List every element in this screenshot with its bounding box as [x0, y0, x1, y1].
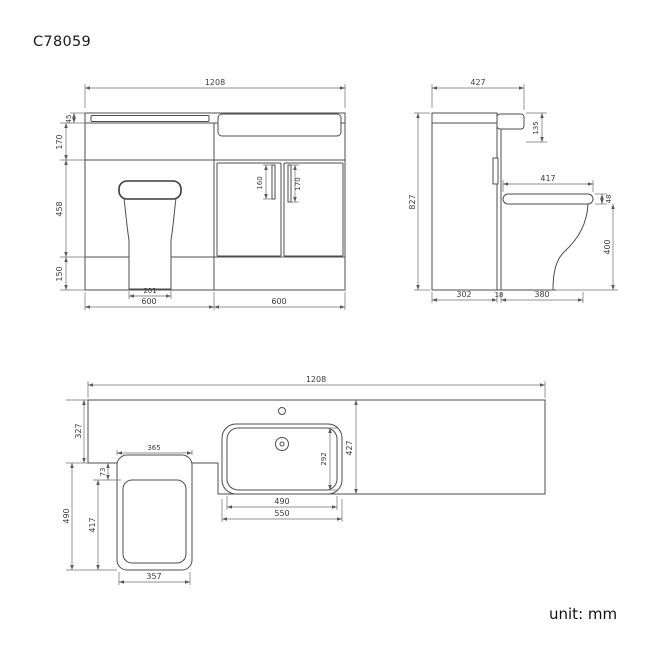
drawing-number: C78059 [33, 34, 92, 50]
dim-right-unit-width: 600 [271, 297, 286, 306]
dim-toilet-base-width: 201 [143, 287, 156, 295]
dim-toilet-front-width: 357 [146, 572, 161, 581]
right-door [283, 162, 344, 257]
tap-hole [278, 407, 286, 415]
left-door [216, 162, 282, 257]
dim-pan-projection: 380 [534, 290, 549, 299]
drain-hole-center [279, 441, 285, 447]
right-door-handle [287, 164, 292, 203]
basin-inner-plan [226, 427, 338, 491]
dim-cistern-top: 135 [532, 121, 540, 134]
dim-right-handle: 170 [294, 177, 302, 190]
dim-side-overall-depth: 427 [470, 78, 485, 87]
side-view-outline [431, 112, 594, 291]
dim-front-plinth-height: 150 [55, 266, 64, 281]
front-toilet [118, 180, 182, 290]
dim-front-mid-height: 458 [55, 201, 64, 216]
dim-basin-outer-width: 550 [274, 509, 289, 518]
dim-unit-depth: 302 [456, 290, 471, 299]
dim-left-unit-width: 600 [141, 297, 156, 306]
toilet-bowl-side [552, 203, 589, 291]
basin-front [217, 113, 342, 137]
dim-seat-depth: 417 [540, 174, 555, 183]
dim-toilet-depth: 490 [62, 508, 71, 523]
plan-outline [87, 399, 546, 571]
unit-note: unit: mm [549, 605, 618, 623]
dim-toilet-projection: 417 [88, 517, 97, 532]
plan-view: 1208 327 490 417 73 365 [62, 375, 546, 585]
basin-outer-plan [221, 423, 343, 495]
front-dimensions: 1208 45 170 458 150 160 [55, 78, 346, 310]
toilet-seat-side [502, 193, 594, 205]
dim-seat-gap: 73 [99, 468, 107, 477]
dim-front-upper-height: 170 [55, 134, 64, 149]
front-view-outline [84, 112, 346, 291]
dim-counter-depth: 327 [74, 423, 83, 438]
dim-basin-inner-width: 490 [274, 497, 289, 506]
side-handle [492, 157, 499, 185]
dim-basin-inner-depth: 292 [320, 452, 328, 465]
left-door-handle [271, 164, 276, 200]
dim-front-worktop-height: 45 [65, 115, 73, 124]
dim-seat-height: 400 [603, 239, 612, 254]
toilet-plan [116, 454, 193, 571]
dim-gap: 18 [495, 291, 504, 299]
dim-front-overall-width: 1208 [205, 78, 225, 87]
dim-plan-overall-width: 1208 [306, 375, 326, 384]
side-view: 427 135 827 417 48 400 [408, 78, 618, 303]
dim-seat-thickness: 48 [605, 195, 613, 204]
dim-left-handle: 160 [256, 176, 264, 189]
front-view: 1208 45 170 458 150 160 [55, 78, 346, 310]
dim-side-overall-height: 827 [408, 194, 417, 209]
dim-basin-counter-depth: 427 [345, 440, 354, 455]
drain-hole [275, 437, 289, 451]
dim-toilet-width: 365 [147, 444, 160, 452]
toilet-seat-plan [122, 479, 187, 564]
side-dimensions: 427 135 827 417 48 400 [408, 78, 618, 303]
cistern-lid [496, 113, 525, 130]
plan-dimensions: 1208 327 490 417 73 365 [62, 375, 546, 585]
cistern-recess [90, 115, 210, 122]
